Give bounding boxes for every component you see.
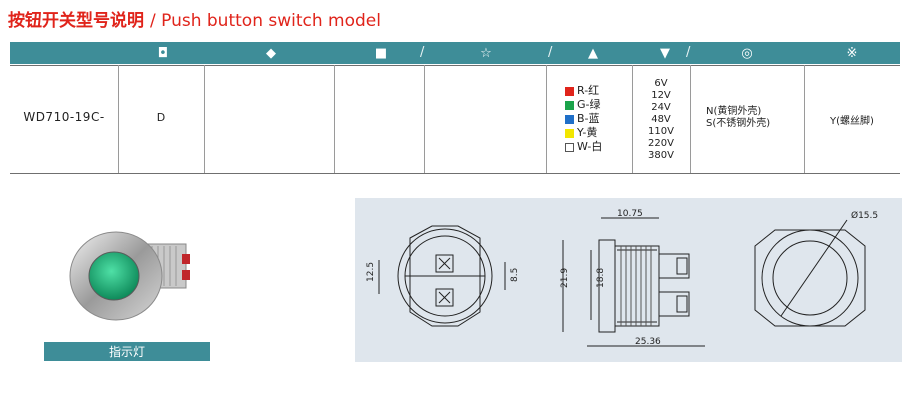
header-symbol-7: ◎ bbox=[741, 45, 753, 61]
header-symbol-6: ▼ bbox=[660, 45, 670, 61]
row-bottom-border bbox=[10, 173, 900, 174]
column-divider bbox=[204, 65, 205, 173]
header-symbol-3: ■ bbox=[374, 45, 388, 61]
side-height-label: 21.9 bbox=[560, 268, 570, 288]
voltage-item: 6V bbox=[654, 78, 668, 89]
side-top-label: 10.75 bbox=[617, 209, 643, 219]
product-photo bbox=[44, 214, 210, 342]
column-divider bbox=[690, 65, 691, 173]
color-option-white: W-白 bbox=[565, 140, 602, 154]
color-label: B-蓝 bbox=[577, 112, 600, 125]
column-divider bbox=[546, 65, 547, 173]
title-chinese: 按钮开关型号说明 bbox=[8, 11, 144, 31]
technical-drawing: 12.5 8.5 10.75 21.9 18.8 25.36 bbox=[355, 198, 902, 362]
page-title: 按钮开关型号说明 / Push button switch model bbox=[8, 6, 381, 32]
row-top-border bbox=[10, 65, 900, 66]
voltage-item: 12V bbox=[651, 90, 671, 101]
table-header: ◘ ◆ ■ / ☆ / ▲ ▼ / ◎ ※ bbox=[10, 42, 900, 64]
header-symbol-8: ※ bbox=[846, 45, 858, 61]
side-length-label: 25.36 bbox=[635, 337, 661, 347]
column-divider bbox=[632, 65, 633, 173]
color-label: W-白 bbox=[577, 140, 603, 153]
column-divider bbox=[334, 65, 335, 173]
voltage-item: 24V bbox=[651, 102, 671, 113]
color-option-yellow: Y-黄 bbox=[565, 126, 602, 140]
green-swatch bbox=[565, 100, 574, 110]
header-symbol-5: ▲ bbox=[588, 45, 598, 61]
voltage-item: 380V bbox=[648, 150, 674, 161]
voltage-item: 110V bbox=[648, 126, 674, 137]
material-list: N(黄铜外壳) S(不锈钢外壳) bbox=[706, 106, 770, 130]
red-swatch bbox=[565, 86, 574, 96]
header-slash-2: / bbox=[548, 45, 553, 60]
header-symbol-2: ◆ bbox=[266, 45, 276, 61]
option-value: Y(螺丝脚) bbox=[830, 116, 874, 127]
blue-swatch bbox=[565, 114, 574, 124]
front-view: 12.5 8.5 bbox=[366, 225, 520, 327]
front-height-label: 12.5 bbox=[366, 262, 376, 282]
color-options: R-红 G-绿 B-蓝 Y-黄 W-白 bbox=[565, 84, 602, 154]
color-label: R-红 bbox=[577, 84, 600, 97]
color-option-green: G-绿 bbox=[565, 98, 602, 112]
column-divider bbox=[804, 65, 805, 173]
color-label: Y-黄 bbox=[577, 126, 598, 139]
back-diameter-label: Ø15.5 bbox=[851, 210, 878, 221]
header-slash-3: / bbox=[686, 45, 691, 60]
voltage-item: 48V bbox=[651, 114, 671, 125]
voltage-list: 6V 12V 24V 48V 110V 220V 380V bbox=[632, 78, 690, 162]
color-label: G-绿 bbox=[577, 98, 601, 111]
front-inner-label: 8.5 bbox=[510, 268, 520, 282]
column-divider bbox=[424, 65, 425, 173]
header-slash-1: / bbox=[420, 45, 425, 60]
material-item: N(黄铜外壳) bbox=[706, 106, 762, 117]
code-value: D bbox=[156, 111, 166, 124]
yellow-swatch bbox=[565, 128, 574, 138]
material-item: S(不锈钢外壳) bbox=[706, 118, 771, 129]
color-option-red: R-红 bbox=[565, 84, 602, 98]
model-number: WD710-19C- bbox=[23, 110, 105, 124]
side-inner-label: 18.8 bbox=[596, 268, 606, 288]
voltage-item: 220V bbox=[648, 138, 674, 149]
white-swatch bbox=[565, 142, 574, 152]
header-symbol-4: ☆ bbox=[480, 45, 492, 61]
header-symbol-1: ◘ bbox=[157, 45, 169, 61]
side-view: 10.75 21.9 18.8 25.36 bbox=[560, 209, 705, 347]
photo-caption: 指示灯 bbox=[44, 342, 210, 361]
color-option-blue: B-蓝 bbox=[565, 112, 602, 126]
title-english: / Push button switch model bbox=[150, 11, 381, 31]
column-divider bbox=[118, 65, 119, 173]
back-view: Ø15.5 bbox=[754, 210, 878, 327]
